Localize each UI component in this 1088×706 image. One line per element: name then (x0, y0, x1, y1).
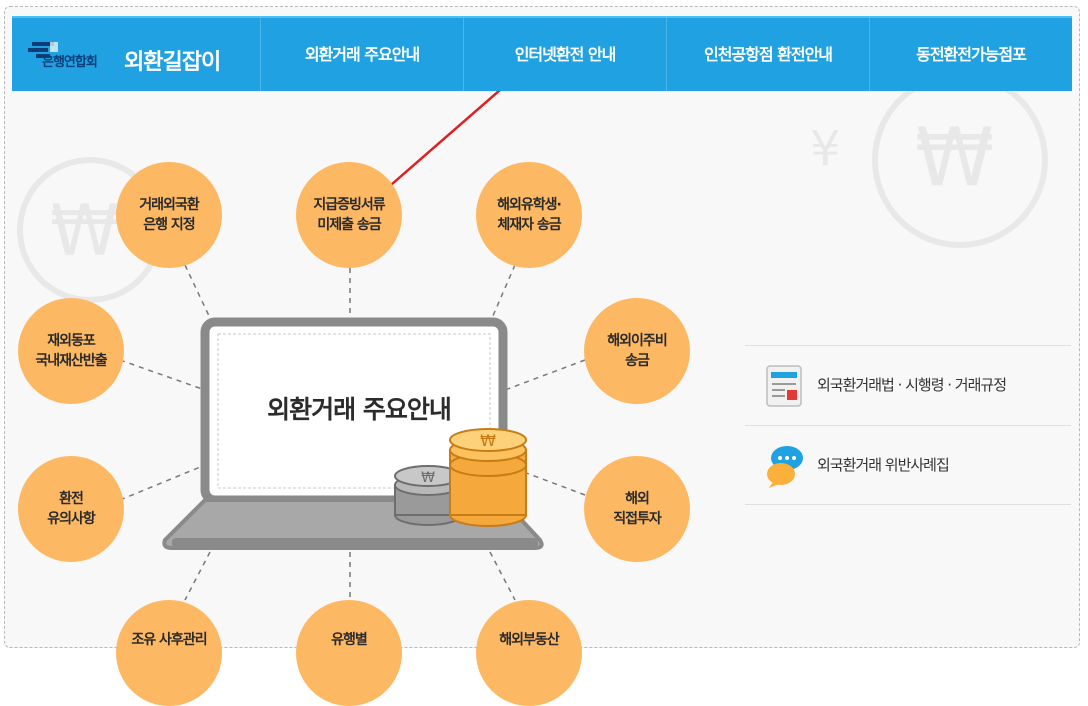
top-navigation-bar: 은행연합회 외환길잡이 외환거래 주요안내 인터넷환전 안내 인천공항점 환전안… (12, 16, 1072, 91)
svg-text:₩: ₩ (50, 190, 119, 272)
bubble-student-remittance[interactable]: 해외유학생· 체재자 송금 (476, 162, 582, 268)
link-forex-law[interactable]: 외국환거래법 · 시행령 · 거래규정 (745, 345, 1071, 424)
svg-text:₩: ₩ (915, 111, 994, 204)
laptop-screen-title: 외환거래 주요안내 (267, 395, 452, 424)
content-illustration: ₩ ¥ ₩ ₩ (17, 61, 1048, 601)
bubble-overseas-koreans-assets[interactable]: 재외동포 국내재산반출 (18, 298, 124, 404)
link-violation-cases[interactable]: 외국환거래 위반사례집 (745, 425, 1071, 505)
document-icon (766, 365, 802, 407)
bubble-direct-investment[interactable]: 해외 직접투자 (584, 456, 690, 562)
link-forex-law-label: 외국환거래법 · 시행령 · 거래규정 (817, 376, 1007, 394)
bubble-bank-designation[interactable]: 거래외국환 은행 지정 (116, 162, 222, 268)
svg-text:₩: ₩ (480, 431, 496, 450)
bubble-by-type[interactable]: 유행별 (296, 600, 402, 706)
speech-bubble-icon (767, 446, 803, 488)
svg-text:¥: ¥ (810, 121, 841, 177)
logo-icon (28, 42, 58, 58)
bubble-post-management[interactable]: 조유 사후관리 (116, 600, 222, 706)
bubble-exchange-caution[interactable]: 환전 유의사항 (18, 456, 124, 562)
coins-icon: ₩ ₩ (394, 428, 527, 527)
nav-item-coin-exchange[interactable]: 동전환전가능점포 (869, 18, 1072, 91)
brand-title: 외환길잡이 (124, 50, 221, 75)
logo-text: 은행연합회 (42, 55, 98, 70)
nav-item-forex-guide[interactable]: 외환거래 주요안내 (260, 18, 463, 91)
nav-item-internet-exchange[interactable]: 인터넷환전 안내 (463, 18, 666, 91)
link-violation-cases-label: 외국환거래 위반사례집 (817, 456, 950, 474)
brand-area[interactable]: 은행연합회 외환길잡이 (12, 18, 260, 91)
bubble-remittance-without-proof[interactable]: 지급증빙서류 미제출 송금 (296, 162, 402, 268)
bubble-emigration-remittance[interactable]: 해외이주비 송금 (584, 298, 690, 404)
svg-text:₩: ₩ (421, 470, 435, 486)
bubble-overseas-real-estate[interactable]: 해외부동산 (476, 600, 582, 706)
side-link-panel: 외국환거래법 · 시행령 · 거래규정 외국환거래 위반사례집 (745, 345, 1071, 505)
nav-item-incheon-airport[interactable]: 인천공항점 환전안내 (666, 18, 869, 91)
